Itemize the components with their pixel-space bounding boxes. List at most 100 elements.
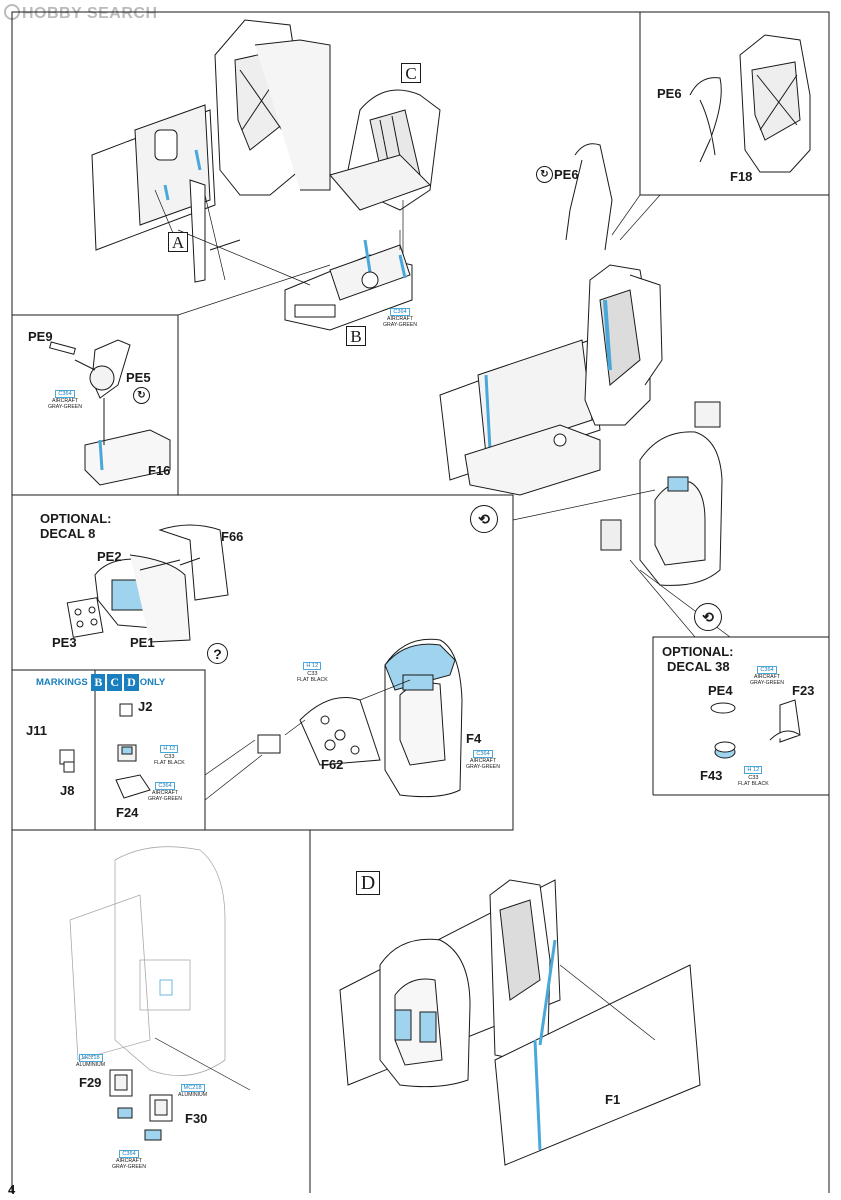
part-label-f18: F18: [730, 169, 753, 184]
question-mark-text: ?: [213, 645, 222, 662]
paint-callout-f24: C364 AIRCRAFT GRAY-GREEN: [148, 782, 182, 803]
part-label-pe2: PE2: [97, 549, 122, 564]
paint-callout-f62: H 12 C33 FLAT BLACK: [297, 662, 328, 684]
paint-name-line1: FLAT BLACK: [154, 759, 185, 766]
page-number: 4: [8, 1182, 16, 1197]
paint-name-line1: FLAT BLACK: [297, 676, 328, 683]
paint-name-line2: GRAY-GREEN: [750, 680, 785, 687]
f29-f30-parts-drawing: [109, 1037, 251, 1141]
paint-callout-f30-gray: C364 AIRCRAFT GRAY-GREEN: [112, 1150, 146, 1171]
paint-callout-f43: H 12 C33 FLAT BLACK: [738, 766, 769, 788]
bend-icon: ↻: [133, 387, 150, 404]
paint-code: H 12: [160, 745, 179, 754]
markings-note: MARKINGS B C D ONLY: [36, 674, 165, 691]
paint-name-line1: FLAT BLACK: [738, 780, 769, 787]
paint-code-secondary: C33: [307, 671, 318, 678]
paint-callout-j2: H 12 C33 FLAT BLACK: [154, 745, 185, 767]
part-label-pe3: PE3: [52, 635, 77, 650]
decal38-parts-drawing: [710, 699, 801, 759]
paint-name-line1: ALUMINIUM: [76, 1062, 106, 1069]
paint-name-line2: GRAY-GREEN: [383, 322, 418, 329]
paint-code-secondary: C33: [748, 775, 759, 782]
f4-bulkhead-drawing: [257, 638, 463, 798]
paint-name-line2: GRAY-GREEN: [466, 764, 501, 771]
paint-code: H 12: [744, 766, 763, 775]
part-label-f1: F1: [605, 1092, 621, 1107]
instrument-panel-drawing: [66, 524, 229, 643]
paint-code: H 12: [303, 662, 322, 671]
paint-callout-pe5: C364 AIRCRAFT GRAY-GREEN: [48, 390, 82, 411]
ghost-view-drawing: [69, 846, 226, 1076]
step-label-d: D: [356, 871, 380, 895]
marking-letter-c: C: [107, 674, 123, 691]
paint-callout-f4: C364 AIRCRAFT GRAY-GREEN: [466, 750, 500, 771]
seat-c-drawing: [329, 89, 441, 211]
optional-panel-border: [12, 494, 514, 831]
f18-detail-drawing: [689, 34, 811, 173]
part-label-j2: J2: [138, 699, 153, 714]
part-label-f30: F30: [185, 1111, 208, 1126]
main-assembly-drawing: [439, 143, 723, 586]
pe5-inset-drawing: [49, 339, 171, 486]
part-label-pe6-main: PE6: [554, 167, 579, 182]
paint-callout-f23: C364 AIRCRAFT GRAY-GREEN: [750, 666, 784, 687]
paint-code: C364: [55, 390, 75, 399]
paint-name-line1: AIRCRAFT: [754, 674, 780, 681]
paint-name-line2: GRAY-GREEN: [148, 796, 183, 803]
optional-decal8-line2: DECAL 8: [40, 526, 96, 541]
paint-code: C364: [155, 782, 175, 791]
floor-b-drawing: [284, 239, 413, 331]
paint-code: MC218: [180, 1084, 205, 1093]
page-border: [11, 11, 830, 1193]
sidewall-a-drawing: [91, 19, 331, 283]
part-label-f43: F43: [700, 768, 723, 783]
part-label-f29: F29: [79, 1075, 102, 1090]
markings-suffix: ONLY: [139, 677, 166, 688]
markings-box-border: [12, 669, 206, 830]
step-label-a: A: [168, 232, 188, 252]
watermark-text: HOBBY SEARCH: [22, 5, 158, 22]
step-label-c: C: [401, 63, 421, 83]
bend-icon-2: ↻: [536, 166, 553, 183]
paint-code: MC218: [78, 1054, 103, 1063]
part-label-f23: F23: [792, 683, 815, 698]
part-label-j8: J8: [60, 783, 75, 798]
step-d-drawing: [339, 879, 701, 1166]
step-label-b: B: [346, 326, 366, 346]
part-label-f62: F62: [321, 757, 344, 772]
paint-code: C364: [119, 1150, 139, 1159]
paint-name-line1: ALUMINIUM: [178, 1092, 208, 1099]
part-label-f24: F24: [116, 805, 139, 820]
paint-name-line2: GRAY-GREEN: [112, 1164, 147, 1171]
paint-name-line1: AIRCRAFT: [116, 1158, 142, 1165]
paint-name-line1: AIRCRAFT: [387, 316, 413, 323]
rotate-icon: ⟲: [470, 505, 498, 533]
part-label-pe1: PE1: [130, 635, 155, 650]
markings-prefix: MARKINGS: [36, 677, 88, 688]
optional-decal38-line2: DECAL 38: [667, 659, 730, 674]
part-label-f16: F16: [148, 463, 171, 478]
paint-callout-f29: MC218 ALUMINIUM: [76, 1054, 105, 1069]
optional-decal8-line1: OPTIONAL:: [40, 511, 112, 526]
marking-letter-d: D: [124, 674, 139, 691]
paint-name-line1: AIRCRAFT: [152, 790, 178, 797]
markings-parts-drawing: [59, 703, 151, 799]
marking-letter-b: B: [91, 674, 106, 691]
paint-callout-f30: MC218 ALUMINIUM: [178, 1084, 207, 1099]
part-label-f66: F66: [221, 529, 244, 544]
part-label-pe4: PE4: [708, 683, 733, 698]
rotate-icon-2: ⟲: [694, 603, 722, 631]
part-label-f4: F4: [466, 731, 482, 746]
paint-name-line2: GRAY-GREEN: [48, 404, 83, 411]
paint-name-line1: AIRCRAFT: [470, 758, 496, 765]
part-label-pe9: PE9: [28, 329, 53, 344]
question-mark-icon: ?: [207, 643, 228, 664]
paint-code: C364: [390, 308, 410, 317]
paint-code-secondary: C33: [164, 754, 175, 761]
optional-decal38-line1: OPTIONAL:: [662, 644, 734, 659]
decal38-box-border: [652, 636, 829, 795]
paint-code: C364: [473, 750, 493, 759]
part-label-pe5: PE5: [126, 370, 151, 385]
